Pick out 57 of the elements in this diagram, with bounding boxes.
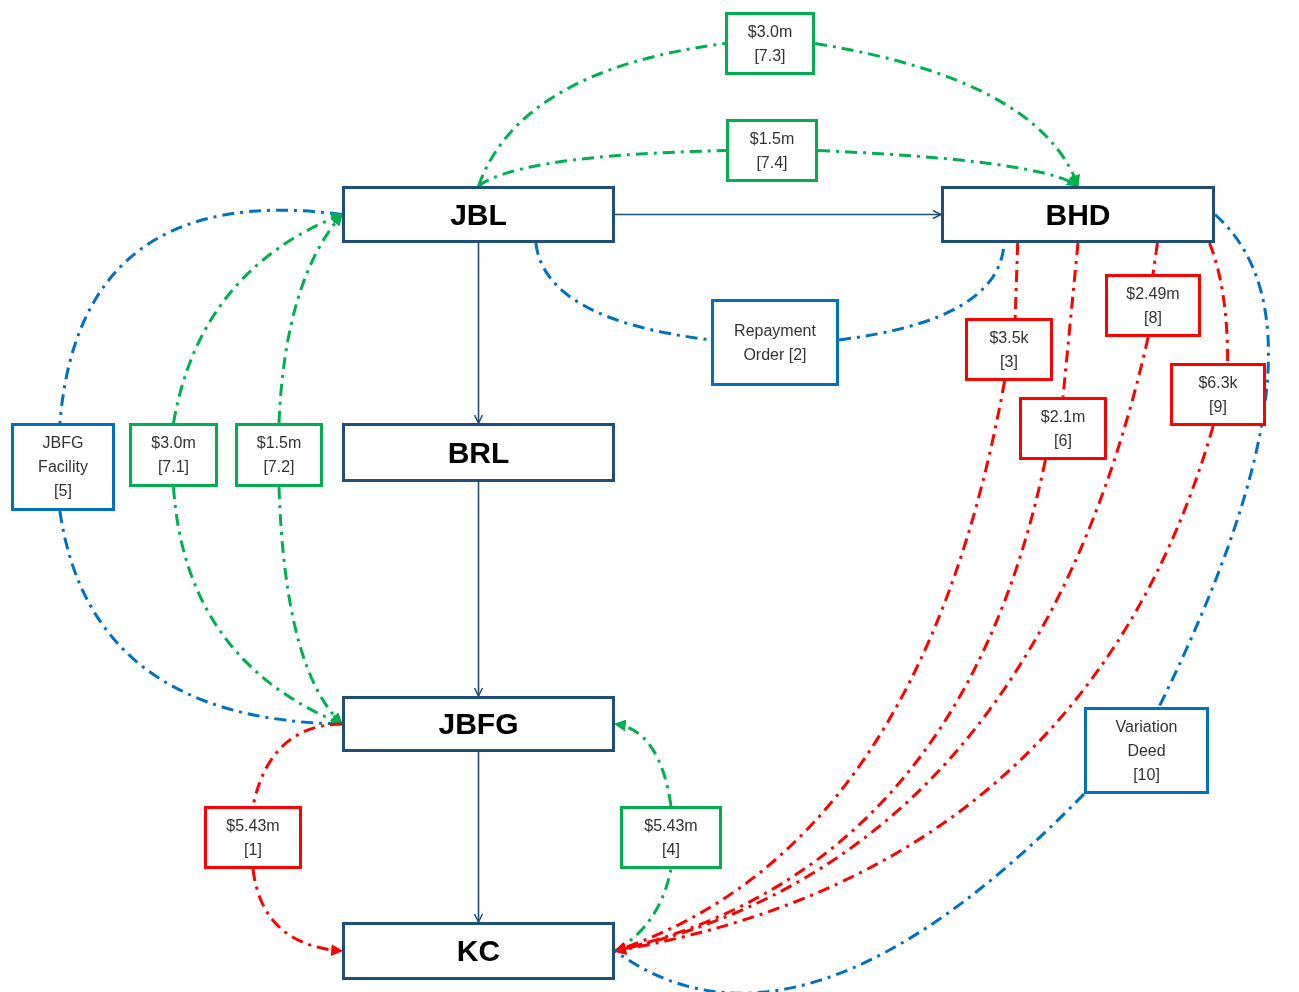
entity-box bbox=[342, 696, 615, 752]
entity-name: BHD bbox=[1045, 197, 1111, 232]
connector-line bbox=[1208, 242, 1230, 363]
connector-line bbox=[1013, 242, 1020, 319]
entity-box bbox=[342, 423, 615, 482]
arrow bbox=[613, 425, 1215, 955]
entity-name: JBFG bbox=[438, 707, 519, 741]
amount-box bbox=[1084, 707, 1209, 794]
arrow bbox=[613, 720, 673, 807]
amount-box bbox=[725, 12, 815, 75]
connector-line bbox=[58, 209, 343, 424]
amount-box bbox=[11, 423, 115, 511]
arrow bbox=[172, 213, 344, 424]
arrow bbox=[277, 486, 344, 725]
amount-label: $3.5k [3] bbox=[989, 327, 1029, 372]
amount-box bbox=[1105, 274, 1201, 337]
amount-box bbox=[129, 423, 218, 487]
amount-label: $3.0m [7.3] bbox=[747, 21, 793, 66]
entity-name: JBL bbox=[450, 197, 507, 232]
amount-label: $3.0m [7.1] bbox=[151, 433, 196, 477]
amount-box bbox=[235, 423, 323, 487]
entity-name: KC bbox=[456, 934, 501, 968]
entity-box bbox=[941, 186, 1215, 243]
amount-box bbox=[711, 299, 839, 386]
amount-label: Variation Deed [10] bbox=[1115, 716, 1178, 785]
amount-label: $2.1m [6] bbox=[1040, 406, 1086, 451]
connector-line bbox=[1151, 242, 1159, 275]
connector-line bbox=[1157, 213, 1270, 708]
entity-name: BRL bbox=[447, 435, 510, 470]
amount-box bbox=[620, 806, 722, 869]
amount-label: $1.5m [7.2] bbox=[256, 433, 302, 477]
amount-box bbox=[204, 806, 302, 869]
arrow bbox=[251, 868, 344, 956]
arrow bbox=[473, 242, 484, 424]
amount-label: $1.5m [7.4] bbox=[749, 128, 795, 173]
arrow bbox=[277, 213, 344, 424]
arrow bbox=[473, 481, 484, 697]
amount-label: Repayment Order [2] bbox=[734, 320, 816, 365]
amount-box bbox=[965, 318, 1053, 381]
entity-box bbox=[342, 186, 615, 243]
amount-label: JBFG Facility [5] bbox=[38, 433, 88, 501]
arrow bbox=[614, 209, 942, 220]
arrow bbox=[473, 751, 484, 923]
amount-box bbox=[1019, 397, 1107, 460]
amount-label: $6.3k [9] bbox=[1198, 372, 1238, 417]
entity-box bbox=[342, 922, 615, 980]
connector-line bbox=[614, 792, 1086, 992]
amount-label: $5.43m [1] bbox=[226, 815, 280, 860]
amount-box bbox=[1170, 363, 1266, 426]
amount-box bbox=[726, 119, 818, 182]
connector-line bbox=[477, 42, 726, 187]
connector-line bbox=[1061, 242, 1080, 398]
arrow bbox=[817, 149, 1080, 188]
amount-label: $5.43m [4] bbox=[644, 815, 698, 860]
connector-line bbox=[477, 149, 727, 188]
amount-label: $2.49m [8] bbox=[1126, 283, 1180, 328]
arrow bbox=[814, 42, 1080, 188]
